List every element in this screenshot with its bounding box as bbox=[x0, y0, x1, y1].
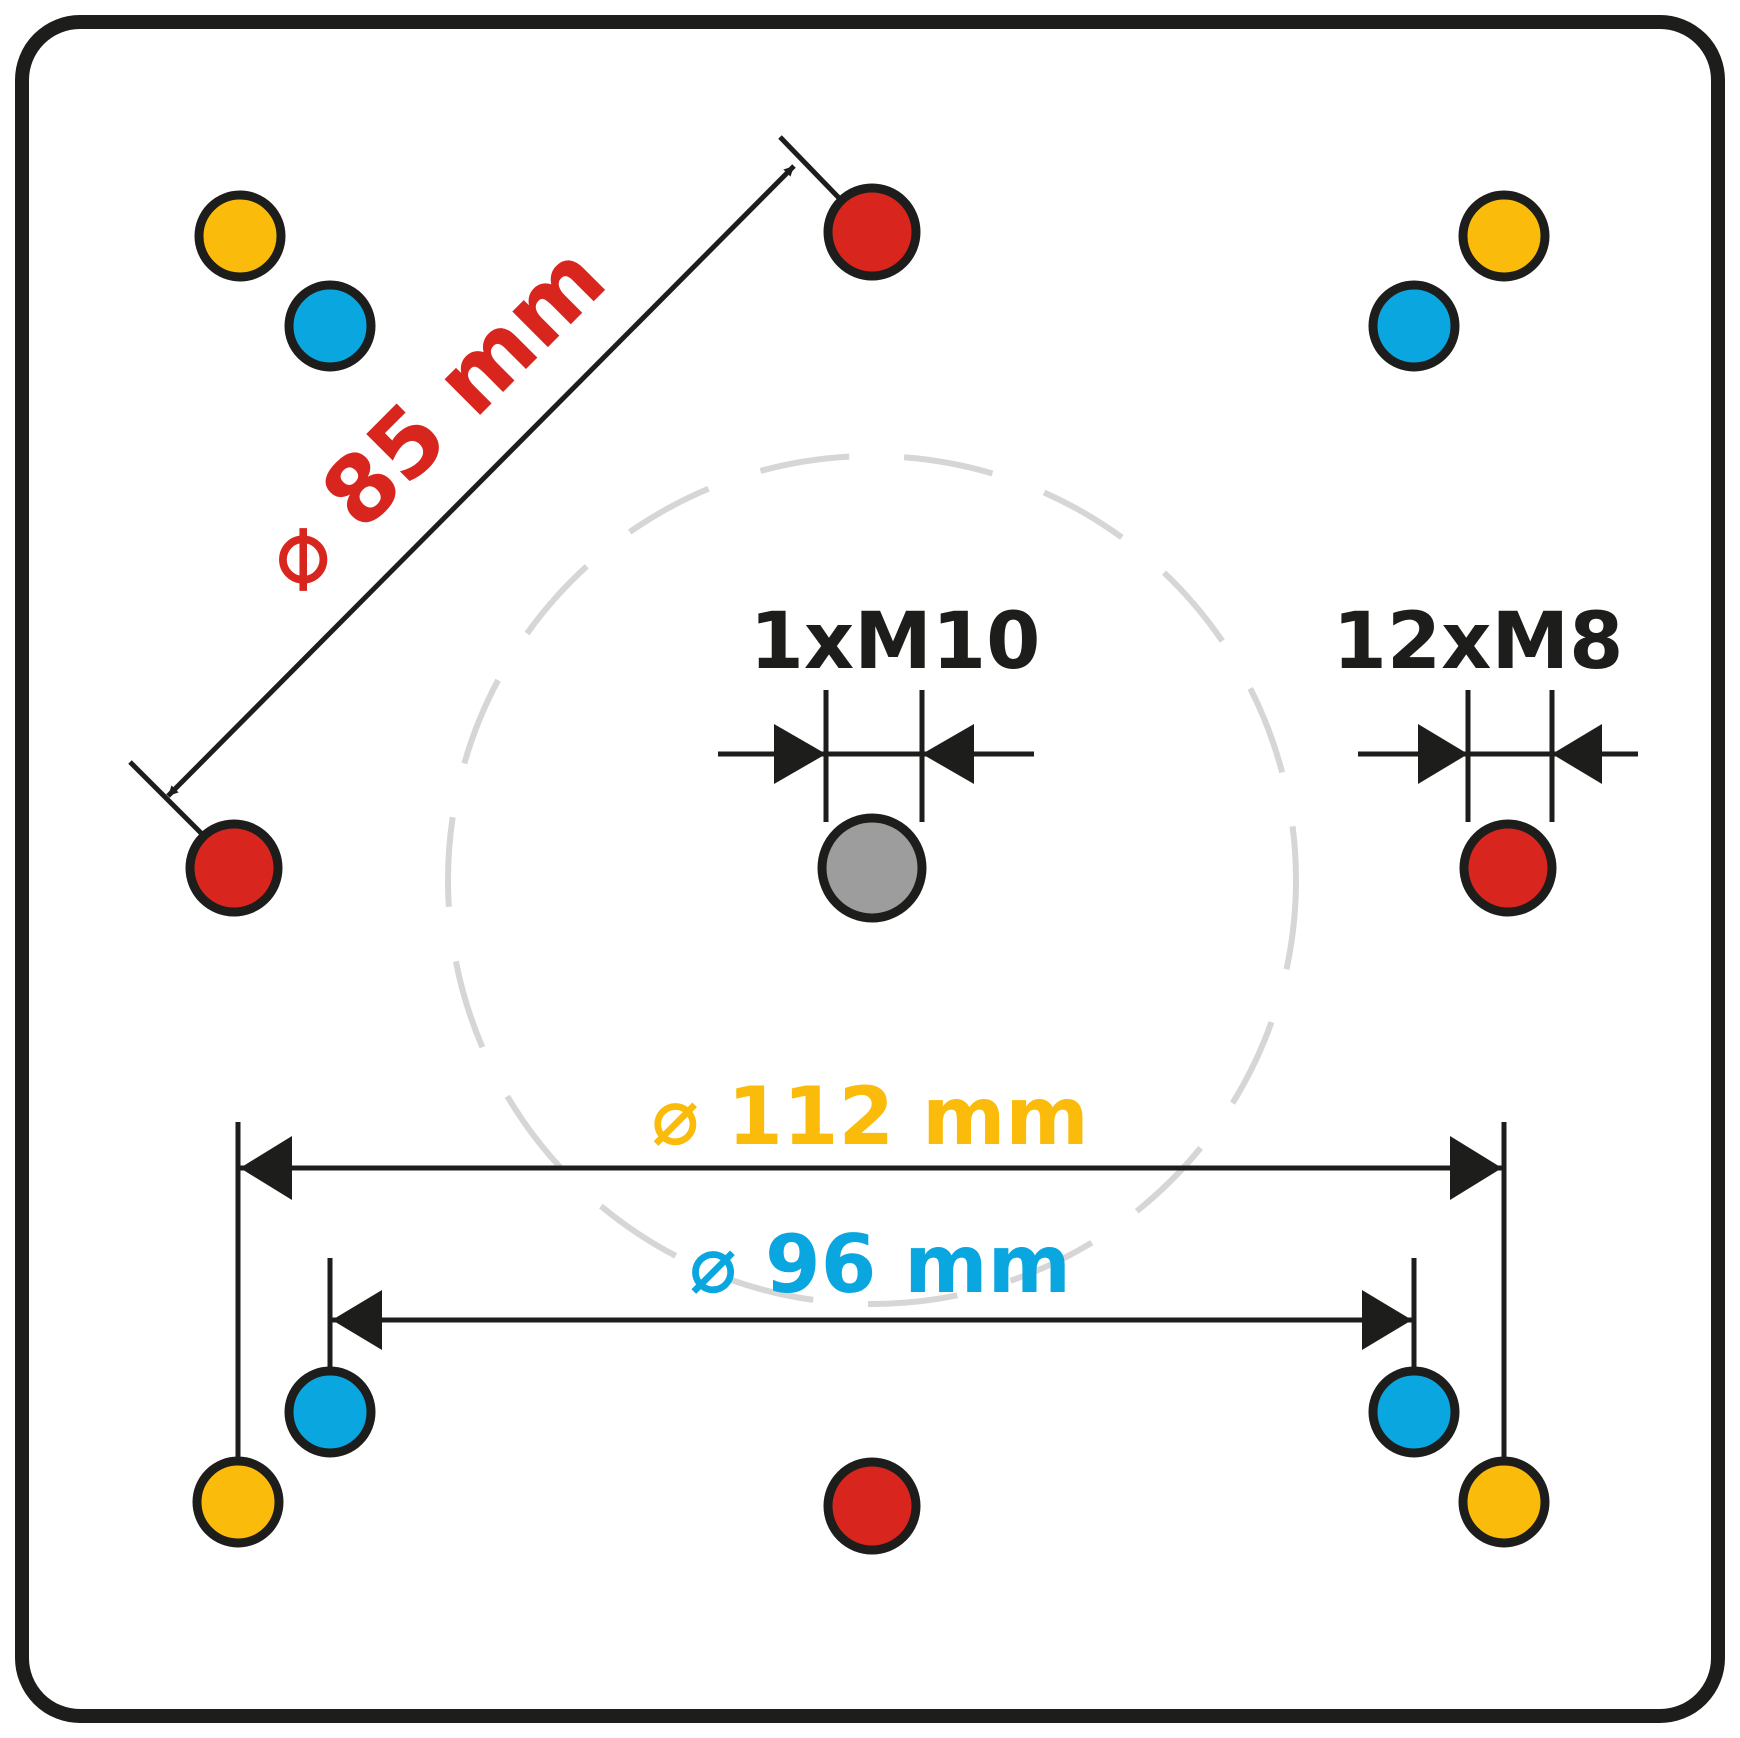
hole-red-middle-right bbox=[1459, 819, 1557, 917]
hole-gray-center bbox=[817, 813, 927, 923]
hole-red-top-center bbox=[823, 183, 921, 281]
hole-red-bottom-center bbox=[823, 1457, 921, 1555]
hole-yellow-bottom-right bbox=[1458, 1456, 1550, 1548]
hole-blue-top-right bbox=[1368, 280, 1460, 372]
hole-red-middle-left bbox=[185, 819, 283, 917]
dimension-line-85mm bbox=[166, 164, 796, 798]
dimension-label-112mm: ⌀ 112 mm bbox=[651, 1070, 1089, 1163]
dimension-label-96mm: ⌀ 96 mm bbox=[689, 1218, 1071, 1311]
hole-blue-bottom-left bbox=[284, 1366, 376, 1458]
label-12xm8: 12xM8 bbox=[1333, 597, 1624, 687]
dashed-reference-circle bbox=[445, 453, 1299, 1307]
hole-yellow-top-right bbox=[1458, 190, 1550, 282]
diameter-symbol: ⌀ bbox=[689, 1218, 765, 1311]
dimension-m8: 12xM8 bbox=[1333, 597, 1638, 822]
hole-blue-bottom-right bbox=[1368, 1366, 1460, 1458]
diameter-symbol: ⌀ bbox=[651, 1070, 727, 1163]
label-1xm10: 1xM10 bbox=[750, 597, 1041, 687]
holes bbox=[185, 183, 1557, 1555]
hole-blue-top-left bbox=[284, 280, 376, 372]
hole-yellow-top-left bbox=[194, 190, 286, 282]
dimension-112mm: ⌀ 112 mm bbox=[235, 1070, 1507, 1502]
dimension-m10: 1xM10 bbox=[718, 597, 1040, 822]
hole-yellow-bottom-left bbox=[192, 1456, 284, 1548]
